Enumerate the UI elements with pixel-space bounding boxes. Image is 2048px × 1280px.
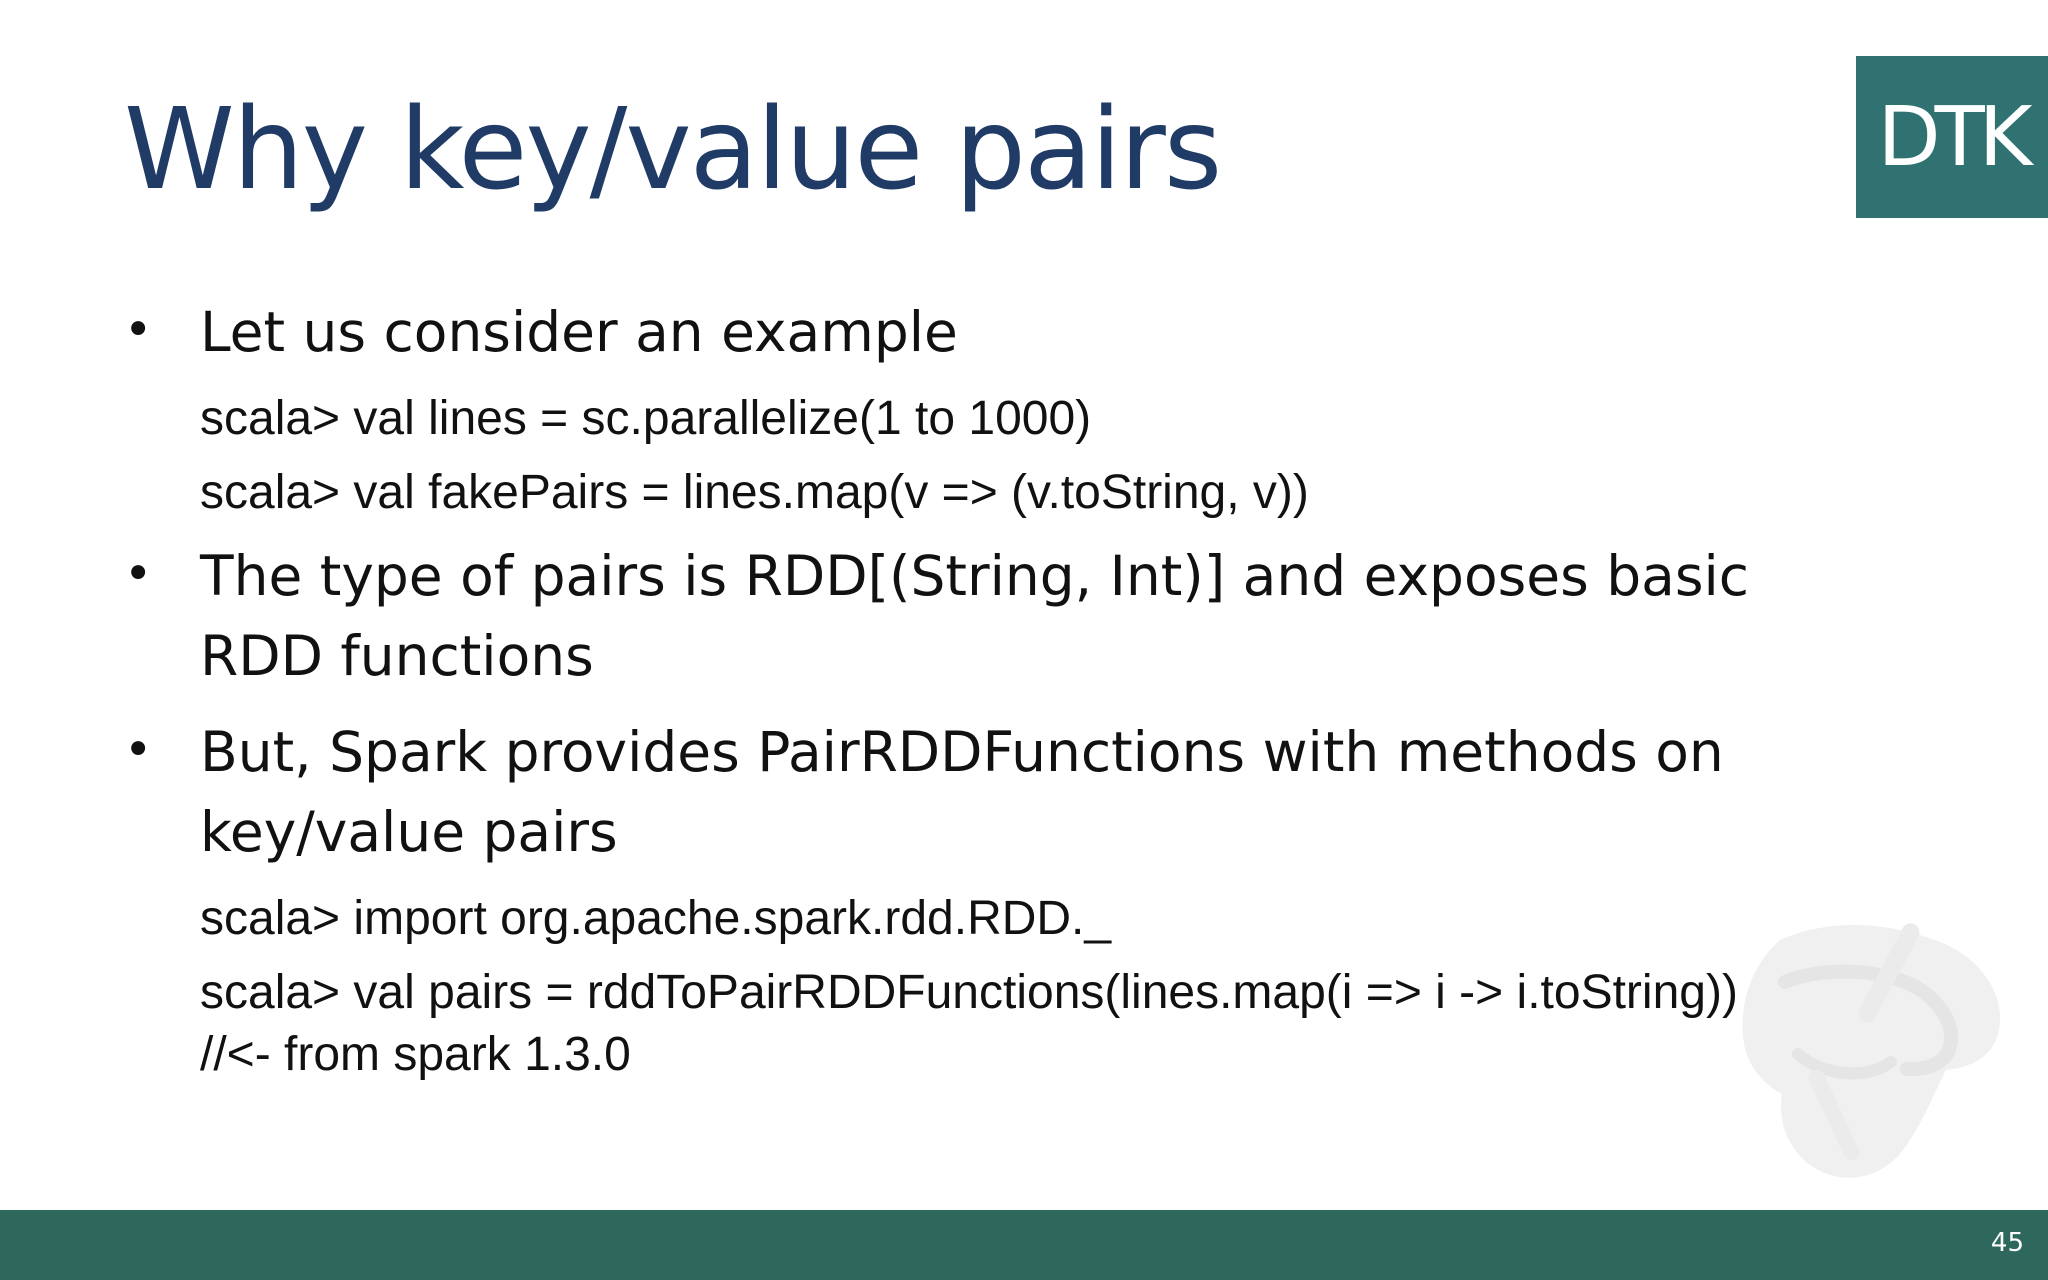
code-line: scala> val pairs = rddToPairRDDFunctions…: [200, 966, 1738, 1019]
bullet-text: But, Spark provides PairRDDFunctions wit…: [200, 720, 1724, 864]
code-line: scala> import org.apache.spark.rdd.RDD._: [200, 892, 1112, 945]
dtk-logo: DTK: [1856, 56, 2048, 218]
code-line: scala> val lines = sc.parallelize(1 to 1…: [200, 392, 1092, 445]
bullet-text: Let us consider an example: [200, 300, 958, 364]
hand-watermark-icon: [1742, 923, 2001, 1178]
code-line: scala> val fakePairs = lines.map(v => (v…: [200, 466, 1309, 519]
footer-bar: 45: [0, 1210, 2048, 1280]
code-block: scala> val pairs = rddToPairRDDFunctions…: [124, 962, 1920, 1086]
slide-title: Why key/value pairs: [124, 85, 1222, 215]
page-number: 45: [1990, 1228, 2024, 1258]
bullet-text: The type of pairs is RDD[(String, Int)] …: [200, 544, 1750, 688]
bullet-item-3: But, Spark provides PairRDDFunctions wit…: [124, 712, 1884, 872]
logo-text: DTK: [1877, 89, 2032, 185]
code-line: //<- from spark 1.3.0: [200, 1028, 631, 1081]
bullet-item-1: Let us consider an example: [124, 292, 1884, 372]
bullet-item-2: The type of pairs is RDD[(String, Int)] …: [124, 536, 1884, 696]
slide-content: Let us consider an example scala> val li…: [124, 292, 1884, 1098]
